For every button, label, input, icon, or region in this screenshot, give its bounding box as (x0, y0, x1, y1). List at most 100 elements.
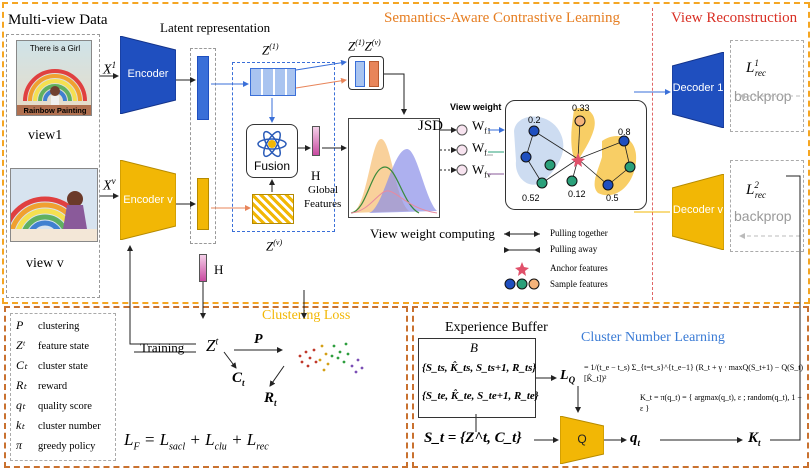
top-section-frame (2, 2, 810, 304)
buffer-tuple-1: {S_ts, K̂_ts, S_ts+1, R_ts} (422, 362, 537, 374)
fusion-label: Fusion (253, 159, 291, 173)
encoder-1: Encoder (120, 36, 176, 114)
node-value-6: 0.5 (606, 193, 619, 203)
view1-image-text-bottom: Rainbow Painting (23, 106, 87, 115)
node-value-2: 0.33 (572, 103, 590, 113)
contrast-legend-symbols (504, 231, 540, 290)
rt-label: Rt (264, 390, 277, 408)
zv-tensor (252, 194, 294, 224)
view-weight-title: View weight (450, 102, 502, 112)
wf-label: Wf... (472, 140, 493, 158)
sacl-title: Semantics-Aware Contrastive Learning (384, 10, 621, 26)
contrast-graph: 0.2 0.33 0.8 0.52 0.12 0.5 (505, 100, 647, 210)
bottom-left-frame (4, 306, 408, 468)
view-weight-computing-label: View weight computing (370, 226, 495, 241)
recon-dashed-box-2 (730, 160, 804, 252)
qt-label: qt (630, 430, 641, 448)
decoder-v: Decoder v (672, 174, 724, 250)
global-features-line1: Global (308, 184, 338, 196)
view1-rainbow-icon (17, 69, 91, 115)
legend-frame (10, 313, 116, 461)
legend-sample: Sample features (550, 279, 608, 289)
lq-label: LQ (560, 368, 576, 385)
zv-label: Z(v) (266, 238, 283, 254)
latent-bar-v (197, 178, 209, 230)
lq-equation: = 1/(t_e − t_s) Σ_{t=t_s}^{t_e−1} (R_t +… (584, 363, 804, 383)
x1-label: X1 (103, 60, 117, 78)
viewv-rainbow-icon (11, 169, 97, 241)
h-lower-label: H (214, 262, 224, 277)
q-network: Q (560, 416, 604, 464)
node-value-3: 0.8 (618, 127, 631, 137)
encoder-1-label: Encoder (127, 68, 169, 80)
kt-label: Kt (748, 430, 761, 448)
experience-buffer-title: Experience Buffer (445, 320, 548, 335)
decoder-v-label: Decoder v (672, 204, 724, 216)
legend-pulling-together: Pulling together (550, 228, 608, 238)
bottom-right-frame (412, 306, 809, 468)
viewv-image (10, 168, 98, 242)
view1-image-text-top: There is a Girl (29, 44, 81, 53)
h-global-bar (312, 126, 320, 156)
recon-dashed-box-1 (730, 40, 804, 132)
l1-rec-label: L1rec (746, 58, 767, 78)
loss-equation: LF = Lsacl + Lclu + Lrec (124, 430, 269, 453)
node-value-1: 0.2 (528, 115, 541, 125)
encoder-v: Encoder v (120, 160, 176, 240)
cluster-scatter (298, 342, 364, 374)
q-network-label: Q (577, 432, 587, 446)
jsd-label: JSD (418, 118, 444, 134)
latent-dashed-box (232, 62, 335, 232)
clustering-loss-title: Clustering Loss (262, 308, 351, 323)
training-label: Training (140, 340, 185, 355)
state-equation: S_t = {Z^t, C_t} (424, 430, 522, 446)
xv-label: Xv (103, 176, 116, 194)
l2-rec-label: L2rec (746, 180, 767, 200)
encoder-v-label: Encoder v (123, 194, 173, 206)
z1zv-label: Z(1)Z(v) (348, 38, 381, 54)
recon-title: View Reconstruction (671, 10, 798, 26)
fusion-box: Fusion (246, 124, 298, 178)
node-value-5: 0.12 (568, 189, 586, 199)
jsd-chart (348, 118, 440, 218)
z1zv-bar-blue (355, 61, 365, 87)
buffer-b-label: B (470, 340, 478, 355)
backprop-2: backprop (734, 208, 792, 224)
jsd-curves (350, 139, 438, 214)
ct-label: Ct (232, 370, 245, 388)
cnl-title: Cluster Number Learning (581, 330, 725, 345)
view1-image: There is a Girl Rainbow Painting (16, 40, 92, 116)
latent-bars-frame (190, 48, 216, 244)
viewv-label: view v (26, 256, 64, 271)
z1-label: Z(1) (262, 42, 279, 58)
zt-label: Zt (206, 336, 219, 355)
legend-pulling-away: Pulling away (550, 244, 598, 254)
p-label: P (254, 332, 263, 347)
wv-label: Wfv (472, 162, 491, 180)
multiview-frame (6, 34, 100, 298)
view1-label: view1 (28, 128, 63, 143)
decoder-1-label: Decoder 1 (672, 82, 724, 94)
z1-tensor (250, 68, 296, 96)
z1zv-bar-orange (369, 61, 379, 87)
h-global-label: H (311, 168, 321, 183)
h-lower-bar (199, 254, 207, 282)
multiview-title: Multi-view Data (8, 12, 108, 28)
experience-buffer-box (418, 338, 536, 418)
z1zv-box (348, 56, 384, 90)
global-features-line2: Features (304, 198, 342, 210)
w1-label: Wf1 (472, 118, 491, 136)
buffer-tuple-2: {S_te, K̂_te, S_te+1, R_te} (422, 390, 539, 402)
latent-bar-1 (197, 56, 209, 120)
recon-frame (652, 8, 807, 300)
legend-anchor: Anchor features (550, 263, 608, 273)
atom-icon (257, 130, 287, 158)
backprop-1: backprop (734, 88, 792, 104)
